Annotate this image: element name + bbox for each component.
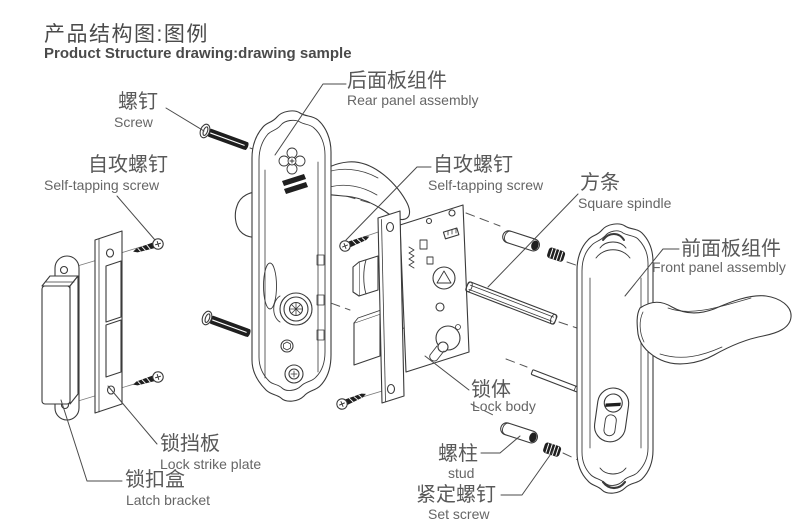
front-handle-lever: [636, 295, 792, 365]
self-tapping-screw-left-bottom-part: [133, 371, 164, 386]
label-set-screw-zh: 紧定螺钉: [416, 484, 496, 506]
label-stud-zh: 螺柱: [438, 443, 478, 465]
rear-panel-assembly-part: [251, 110, 332, 402]
label-self-tapping-left-en: Self-tapping screw: [44, 177, 160, 193]
machine-screw-top-part: [199, 123, 249, 151]
label-self-tapping-mid-en: Self-tapping screw: [428, 177, 544, 193]
label-rear-panel-en: Rear panel assembly: [347, 92, 479, 108]
self-tapping-screw-bottom-part: [336, 393, 366, 410]
page-title-zh: 产品结构图:图例: [44, 23, 209, 46]
label-front-panel-zh: 前面板组件: [681, 238, 781, 260]
label-screw-en: Screw: [114, 114, 153, 130]
label-lock-body-en: Lock body: [472, 398, 536, 414]
stud-upper-part: [502, 230, 540, 252]
set-screw-upper-part: [547, 247, 566, 262]
label-latch-bracket-en: Latch bracket: [126, 492, 211, 508]
label-front-panel-en: Front panel assembly: [652, 259, 786, 275]
label-screw-zh: 螺钉: [118, 91, 158, 113]
self-tapping-screw-mid-part: [339, 236, 370, 252]
key-rod-part: [530, 369, 584, 394]
label-latch-bracket-zh: 锁扣盒: [125, 469, 185, 491]
label-square-spindle-en: Square spindle: [578, 195, 672, 211]
label-self-tapping-mid-zh: 自攻螺钉: [433, 154, 513, 176]
lock-body-part: [352, 204, 470, 404]
label-strike-plate-en: Lock strike plate: [160, 456, 262, 472]
self-tapping-screw-left-top-part: [133, 238, 164, 253]
euro-cylinder-keyhole: [593, 387, 630, 443]
page-title-en: Product Structure drawing:drawing sample: [44, 45, 352, 62]
label-stud-en: stud: [448, 465, 475, 481]
machine-screw-bottom-part: [201, 310, 251, 338]
label-self-tapping-left-zh: 自攻螺钉: [88, 154, 168, 176]
front-panel-assembly-part: [576, 223, 654, 494]
label-square-spindle-zh: 方条: [580, 172, 620, 194]
lock-strike-plate-part: [94, 230, 123, 414]
label-set-screw-en: Set screw: [428, 506, 490, 522]
label-lock-body-zh: 锁体: [471, 379, 511, 401]
square-spindle-part: [465, 281, 558, 325]
stud-lower-part: [500, 422, 538, 444]
set-screw-lower-part: [543, 442, 562, 457]
leader-lines: [60, 83, 680, 496]
latch-bracket-part: [41, 255, 80, 421]
label-rear-panel-zh: 后面板组件: [347, 70, 447, 92]
label-strike-plate-zh: 锁挡板: [160, 433, 220, 455]
